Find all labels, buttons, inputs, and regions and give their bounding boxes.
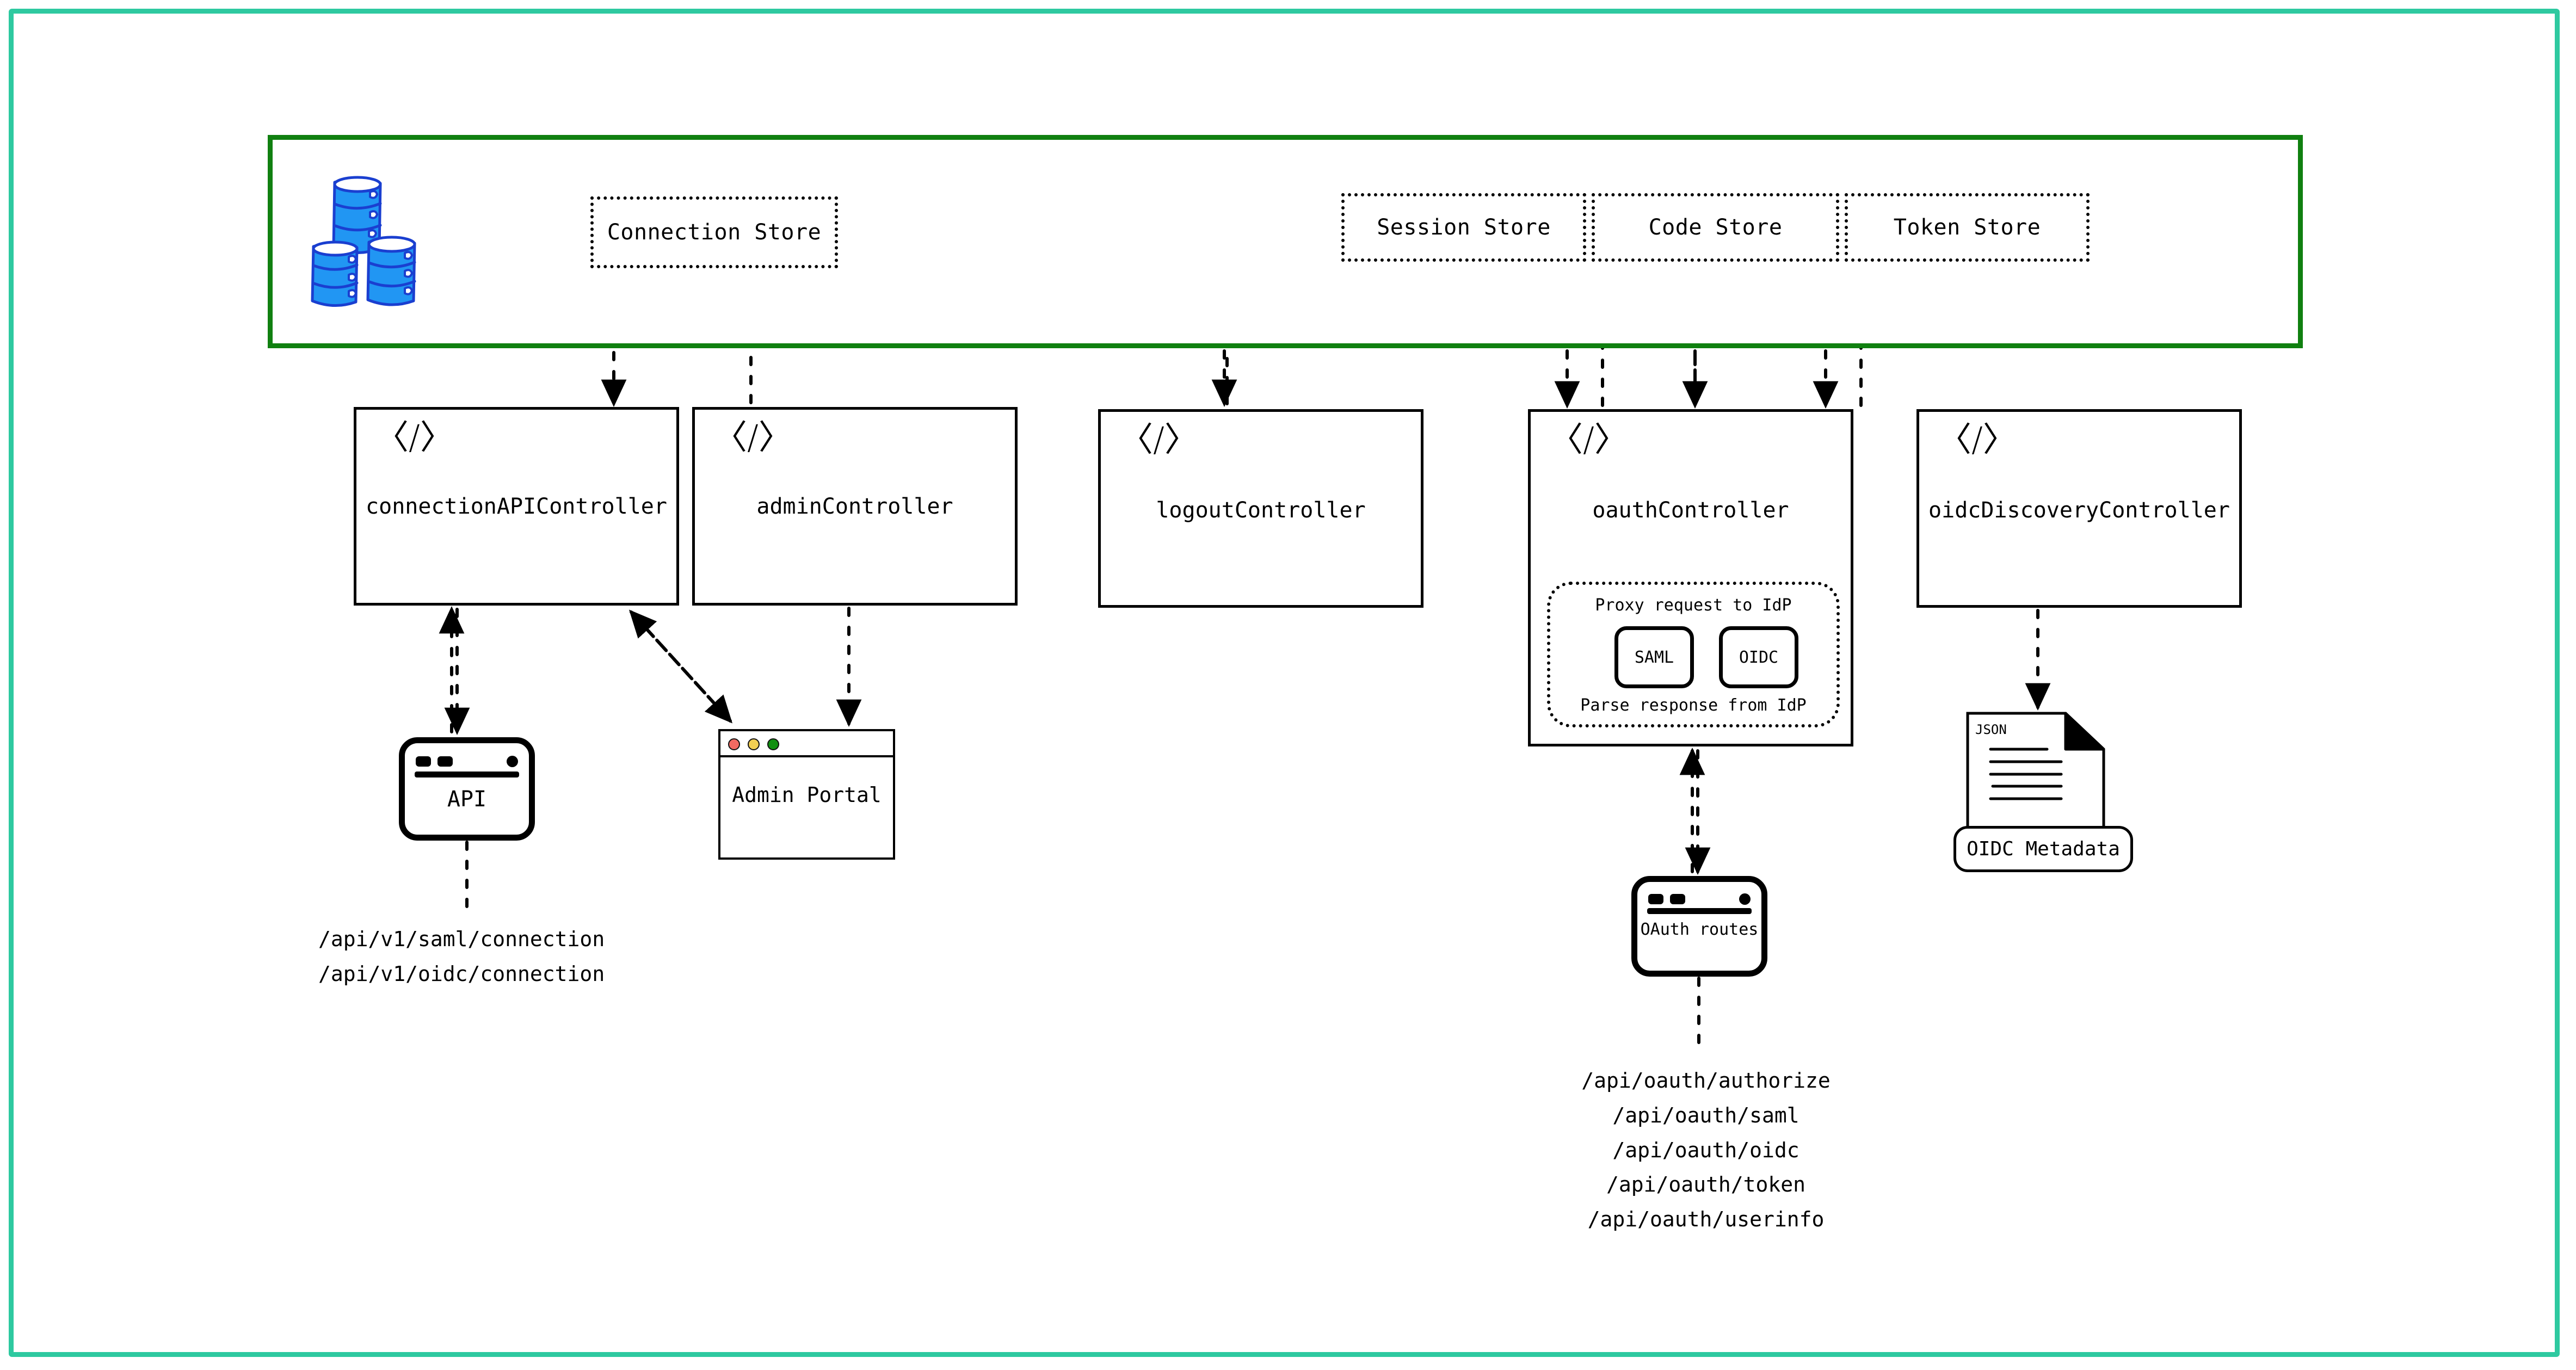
store-connection[interactable]: Connection Store bbox=[590, 196, 838, 268]
window-dot-icon bbox=[1739, 893, 1751, 905]
endpoint-list-oauth: /api/oauth/authorize /api/oauth/saml /ap… bbox=[1581, 1064, 1831, 1237]
store-code[interactable]: Code Store bbox=[1592, 193, 1839, 262]
outer-frame bbox=[9, 9, 2560, 1357]
window-control-icon bbox=[1670, 894, 1685, 904]
oidc-metadata-badge[interactable]: OIDC Metadata bbox=[1953, 826, 2133, 872]
store-token-label: Token Store bbox=[1893, 215, 2041, 240]
endpoint-list-connection-api: /api/v1/saml/connection /api/v1/oidc/con… bbox=[318, 922, 605, 992]
controller-connection-api[interactable]: 〈/〉 connectionAPIController bbox=[354, 407, 679, 606]
window-divider bbox=[415, 772, 519, 777]
window-divider bbox=[1647, 908, 1752, 914]
endpoint-item: /api/v1/saml/connection bbox=[318, 927, 605, 951]
controller-admin-label: adminController bbox=[756, 494, 953, 519]
code-icon: 〈/〉 bbox=[1119, 419, 1198, 459]
client-admin-portal-label: Admin Portal bbox=[732, 783, 882, 807]
oidc-metadata-badge-label: OIDC Metadata bbox=[1967, 838, 2120, 860]
code-icon: 〈/〉 bbox=[713, 417, 792, 457]
database-stack-icon bbox=[311, 176, 416, 307]
endpoint-item: /api/oauth/authorize bbox=[1581, 1069, 1831, 1093]
store-session-label: Session Store bbox=[1377, 215, 1551, 240]
controller-oidc-discovery-label: oidcDiscoveryController bbox=[1928, 498, 2230, 523]
endpoint-item: /api/oauth/saml bbox=[1612, 1103, 1799, 1127]
client-oauth-routes[interactable]: OAuth routes bbox=[1631, 876, 1767, 977]
client-api-label: API bbox=[447, 787, 487, 812]
store-session[interactable]: Session Store bbox=[1341, 193, 1586, 262]
oauth-proxy-group: Proxy request to IdP SAML OIDC Parse res… bbox=[1547, 582, 1840, 727]
admin-portal-title-bar bbox=[720, 731, 893, 757]
proxy-request-caption: Proxy request to IdP bbox=[1595, 596, 1792, 615]
controller-logout[interactable]: 〈/〉 logoutController bbox=[1098, 409, 1423, 608]
controller-oauth[interactable]: 〈/〉 oauthController Proxy request to IdP… bbox=[1528, 409, 1853, 746]
parse-response-caption: Parse response from IdP bbox=[1580, 696, 1807, 715]
json-tag-text: JSON bbox=[1975, 722, 2007, 737]
client-api[interactable]: API bbox=[399, 737, 535, 841]
window-dot-icon bbox=[507, 756, 518, 767]
protocol-chip-saml[interactable]: SAML bbox=[1614, 626, 1694, 688]
store-code-label: Code Store bbox=[1648, 215, 1783, 240]
controller-oauth-label: oauthController bbox=[1592, 498, 1789, 523]
controller-admin[interactable]: 〈/〉 adminController bbox=[692, 407, 1018, 606]
code-icon: 〈/〉 bbox=[1938, 419, 2017, 459]
controller-oidc-discovery[interactable]: 〈/〉 oidcDiscoveryController bbox=[1916, 409, 2242, 608]
controller-connection-api-label: connectionAPIController bbox=[366, 494, 667, 519]
code-icon: 〈/〉 bbox=[375, 417, 454, 457]
client-oauth-routes-label: OAuth routes bbox=[1640, 920, 1759, 939]
maximize-icon[interactable] bbox=[767, 738, 779, 750]
code-icon: 〈/〉 bbox=[1549, 419, 1628, 459]
controller-logout-label: logoutController bbox=[1156, 498, 1366, 523]
store-token[interactable]: Token Store bbox=[1845, 193, 2090, 262]
endpoint-item: /api/oauth/token bbox=[1606, 1172, 1806, 1197]
client-admin-portal[interactable]: Admin Portal bbox=[718, 729, 895, 860]
protocol-chip-oidc[interactable]: OIDC bbox=[1719, 626, 1798, 688]
minimize-icon[interactable] bbox=[748, 738, 760, 750]
close-icon[interactable] bbox=[728, 738, 740, 750]
endpoint-item: /api/v1/oidc/connection bbox=[318, 961, 605, 986]
window-control-icon bbox=[437, 756, 453, 767]
store-connection-label: Connection Store bbox=[607, 220, 822, 245]
endpoint-item: /api/oauth/userinfo bbox=[1587, 1207, 1825, 1232]
window-control-icon bbox=[1648, 894, 1663, 904]
endpoint-item: /api/oauth/oidc bbox=[1612, 1138, 1799, 1162]
window-control-icon bbox=[416, 756, 431, 767]
